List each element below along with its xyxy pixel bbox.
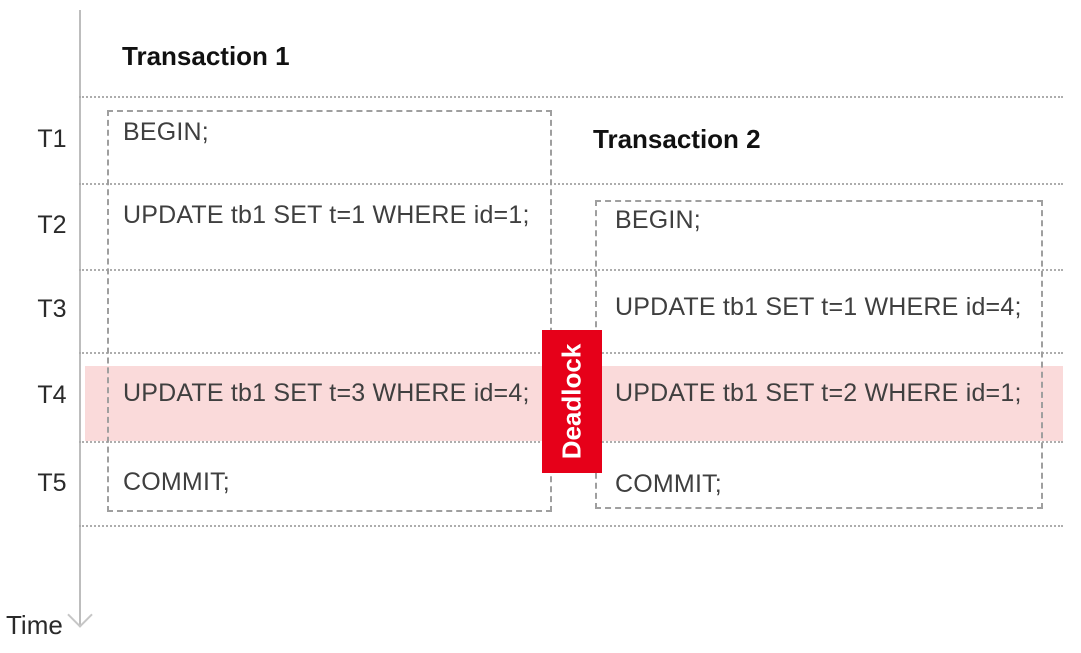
transaction2-statement-t4: UPDATE tb1 SET t=2 WHERE id=1; (615, 379, 1022, 407)
transaction2-statement-t5: COMMIT; (615, 470, 722, 498)
time-axis-label: Time (6, 610, 63, 640)
transaction2-statement-t2: BEGIN; (615, 206, 701, 234)
time-slot-label-t5: T5 (37, 469, 67, 497)
arrow-down-icon (67, 602, 93, 628)
transaction1-statement-t1: BEGIN; (123, 118, 209, 146)
transaction2-box (595, 200, 1043, 509)
transaction1-title: Transaction 1 (122, 41, 290, 71)
time-separator-line (79, 183, 1063, 185)
transaction2-title: Transaction 2 (593, 124, 761, 154)
transaction1-statement-t2: UPDATE tb1 SET t=1 WHERE id=1; (123, 201, 530, 229)
deadlock-label: Deadlock (556, 343, 587, 460)
time-separator-line (79, 96, 1063, 98)
transaction2-statement-t3: UPDATE tb1 SET t=1 WHERE id=4; (615, 293, 1022, 321)
time-axis-line (79, 10, 81, 626)
transaction1-statement-t4: UPDATE tb1 SET t=3 WHERE id=4; (123, 379, 530, 407)
transaction1-box (107, 110, 552, 512)
time-slot-label-t4: T4 (37, 381, 67, 409)
transaction1-statement-t5: COMMIT; (123, 468, 230, 496)
time-slot-label-t2: T2 (37, 211, 67, 239)
time-slot-label-t1: T1 (37, 125, 67, 153)
deadlock-badge: Deadlock (542, 330, 602, 473)
time-separator-line (79, 525, 1063, 527)
time-separator-line (79, 269, 1063, 271)
time-slot-label-t3: T3 (37, 295, 67, 323)
